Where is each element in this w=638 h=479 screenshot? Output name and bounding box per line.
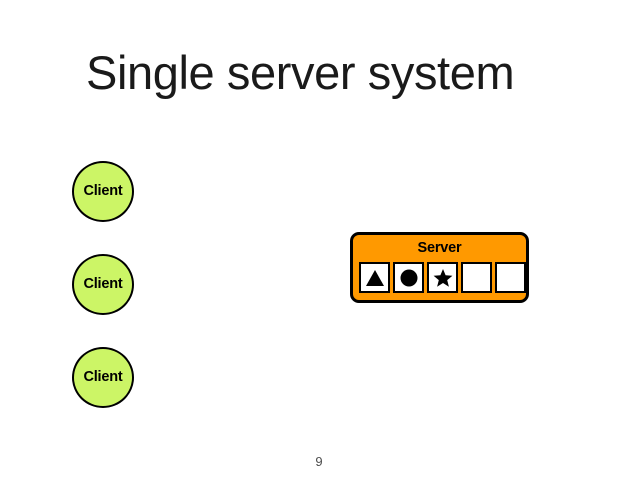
- star-icon: [433, 268, 453, 288]
- page-number: 9: [315, 454, 323, 469]
- triangle-icon: [365, 268, 385, 288]
- client-node-3: Client: [72, 347, 134, 408]
- queue-slot-1: [359, 262, 390, 293]
- server-queue: [359, 262, 526, 293]
- client-node-1: Client: [72, 161, 134, 222]
- queue-slot-4: [461, 262, 492, 293]
- circle-icon: [399, 268, 419, 288]
- queue-slot-5: [495, 262, 526, 293]
- client-label: Client: [83, 183, 123, 200]
- server-label: Server: [417, 240, 462, 256]
- queue-slot-2: [393, 262, 424, 293]
- client-label: Client: [83, 369, 123, 386]
- client-label: Client: [83, 276, 123, 293]
- client-node-2: Client: [72, 254, 134, 315]
- page-title: Single server system: [86, 46, 515, 99]
- server-node: Server: [350, 232, 529, 303]
- queue-slot-3: [427, 262, 458, 293]
